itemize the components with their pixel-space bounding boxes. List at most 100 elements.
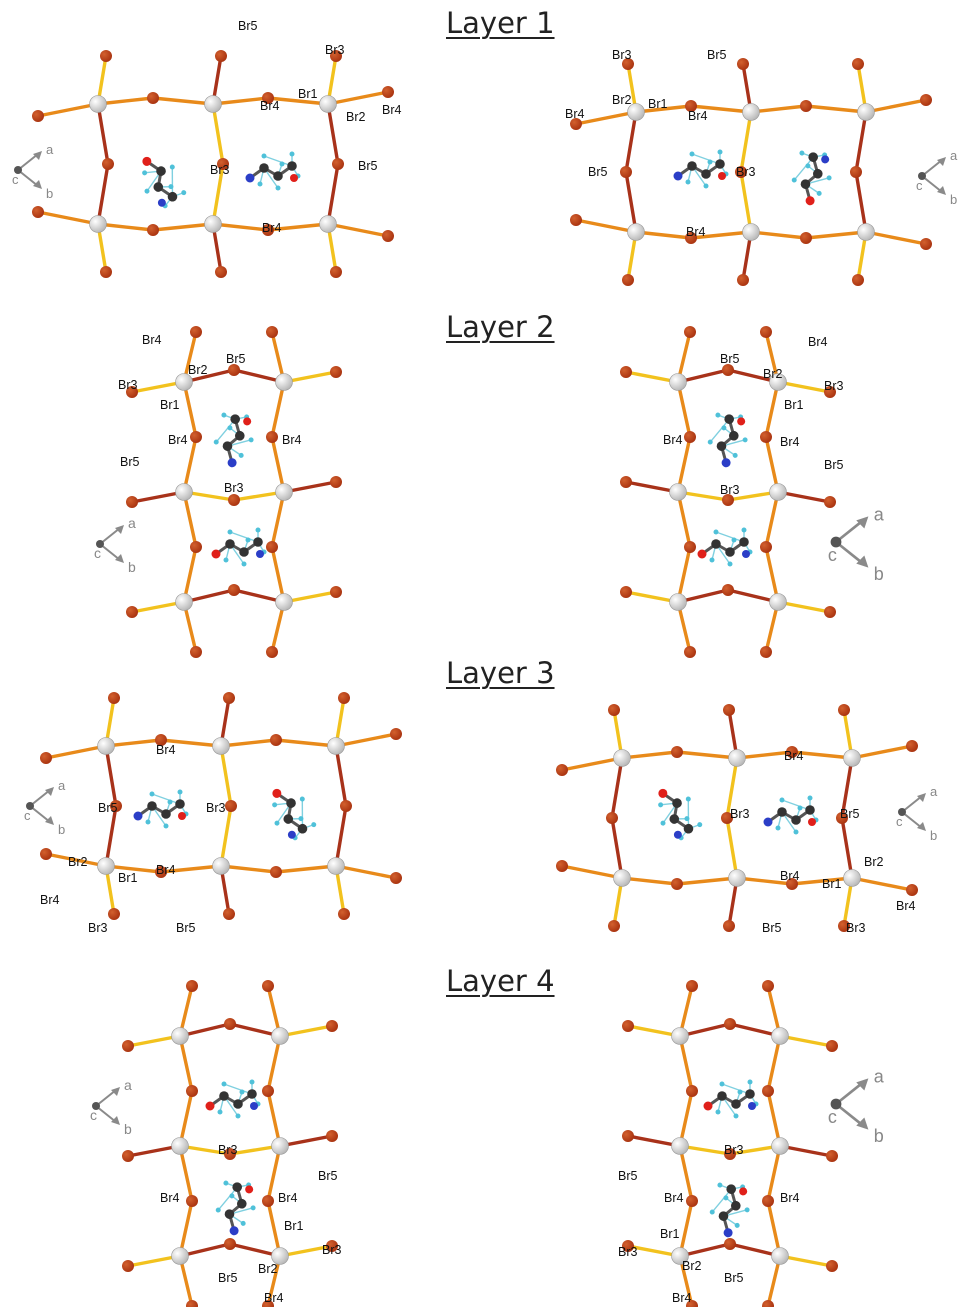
bond <box>266 222 330 232</box>
c-axis-dot <box>918 172 926 180</box>
bromine-atom <box>826 1150 838 1162</box>
atom-label-br3: Br3 <box>720 483 740 497</box>
oxygen-atom <box>697 549 707 559</box>
bromine-atom <box>721 812 733 824</box>
bond <box>211 162 225 226</box>
bromine-atom <box>155 734 167 746</box>
bond <box>620 750 679 760</box>
molecule-bond <box>711 1188 732 1213</box>
organic-cations <box>133 149 832 1238</box>
lead-atom <box>771 1247 789 1265</box>
hydrogen-atom <box>311 822 317 828</box>
carbon-atom <box>230 414 241 424</box>
bromine-atom <box>762 1195 774 1207</box>
hydrogen-atom <box>168 184 174 190</box>
bond <box>739 110 753 174</box>
organic-cation <box>707 412 748 468</box>
c-axis-label: c <box>916 178 923 193</box>
bromine-atom <box>266 326 278 338</box>
c-axis-label: c <box>828 545 837 565</box>
atom-label-br5: Br5 <box>588 165 608 179</box>
bromine-atom <box>190 646 202 658</box>
nitrogen-atom <box>723 1228 733 1238</box>
lead-atom <box>89 215 107 233</box>
carbon-atom <box>239 547 249 557</box>
bond <box>219 864 278 874</box>
a-axis-label: a <box>124 1077 132 1093</box>
axis-indicator: abc <box>90 1077 132 1137</box>
molecule-bond <box>171 167 174 197</box>
molecule-bond <box>721 1083 751 1095</box>
organic-cation <box>697 527 753 567</box>
a-axis <box>921 159 943 177</box>
organic-cation <box>245 151 301 191</box>
hydrogen-atom <box>807 795 813 801</box>
bromine-atom <box>330 476 342 488</box>
hydrogen-atom <box>791 177 797 183</box>
hydrogen-atom <box>779 797 785 803</box>
bromine-atom <box>40 848 52 860</box>
hydrogen-atom <box>732 452 738 458</box>
oxygen-atom <box>805 196 815 206</box>
hydrogen-atom <box>797 805 803 811</box>
bromine-atom <box>606 812 618 824</box>
atom-label-br4: Br4 <box>808 335 828 349</box>
molecule-bond <box>691 153 721 165</box>
atom-label-br2: Br2 <box>864 855 884 869</box>
carbon-atom <box>153 182 164 192</box>
bromine-atom <box>228 494 240 506</box>
bond <box>266 1089 282 1148</box>
lead-atom <box>669 593 687 611</box>
hydrogen-atom <box>805 163 811 169</box>
hydrogen-atom <box>775 825 781 831</box>
bond <box>219 738 278 748</box>
a-axis-label: a <box>874 1066 885 1086</box>
layer-1-title: Layer 1 <box>446 6 555 40</box>
lead-atom <box>671 1137 689 1155</box>
hydrogen-atom <box>238 452 244 458</box>
oxygen-atom <box>205 1101 215 1111</box>
bond <box>676 490 692 549</box>
bromine-atom <box>382 230 394 242</box>
nitrogen-atom <box>763 817 773 827</box>
oxygen-atom <box>178 812 186 820</box>
b-axis <box>901 811 923 829</box>
bond <box>764 380 780 439</box>
hydrogen-atom <box>713 529 719 535</box>
bromine-atom <box>762 1085 774 1097</box>
b-axis <box>95 1105 117 1123</box>
organic-cation <box>272 788 317 841</box>
hydrogen-atom <box>145 819 151 825</box>
bromine-atom <box>224 1018 236 1030</box>
bond <box>626 1244 682 1258</box>
carbon-atom <box>672 798 682 808</box>
bond <box>689 104 753 114</box>
carbon-atom <box>225 539 235 549</box>
hydrogen-atom <box>221 1081 227 1087</box>
bond <box>126 1254 182 1268</box>
atom-label-br1: Br1 <box>118 871 138 885</box>
bond <box>766 1089 782 1148</box>
hydrogen-atom <box>223 557 229 563</box>
bond <box>854 170 868 234</box>
hydrogen-atom <box>215 1207 221 1213</box>
bond <box>151 222 215 232</box>
a-axis <box>835 519 864 544</box>
hydrogen-atom <box>717 1182 723 1188</box>
bond <box>130 380 186 394</box>
layer-2-title: Layer 2 <box>446 310 555 344</box>
lead-atom <box>175 593 193 611</box>
bromine-atom <box>620 166 632 178</box>
carbon-atom <box>726 1184 737 1194</box>
bromine-atom <box>722 584 734 596</box>
molecule-bond <box>709 418 730 443</box>
hydrogen-atom <box>177 789 183 795</box>
a-axis <box>835 1081 864 1106</box>
hydrogen-atom <box>744 1207 750 1213</box>
bond <box>159 864 223 874</box>
bond <box>725 756 739 820</box>
hydrogen-atom <box>658 802 664 808</box>
atom-label-br3: Br3 <box>724 1143 744 1157</box>
bromine-atom <box>760 646 772 658</box>
molecule-bond <box>793 156 814 181</box>
